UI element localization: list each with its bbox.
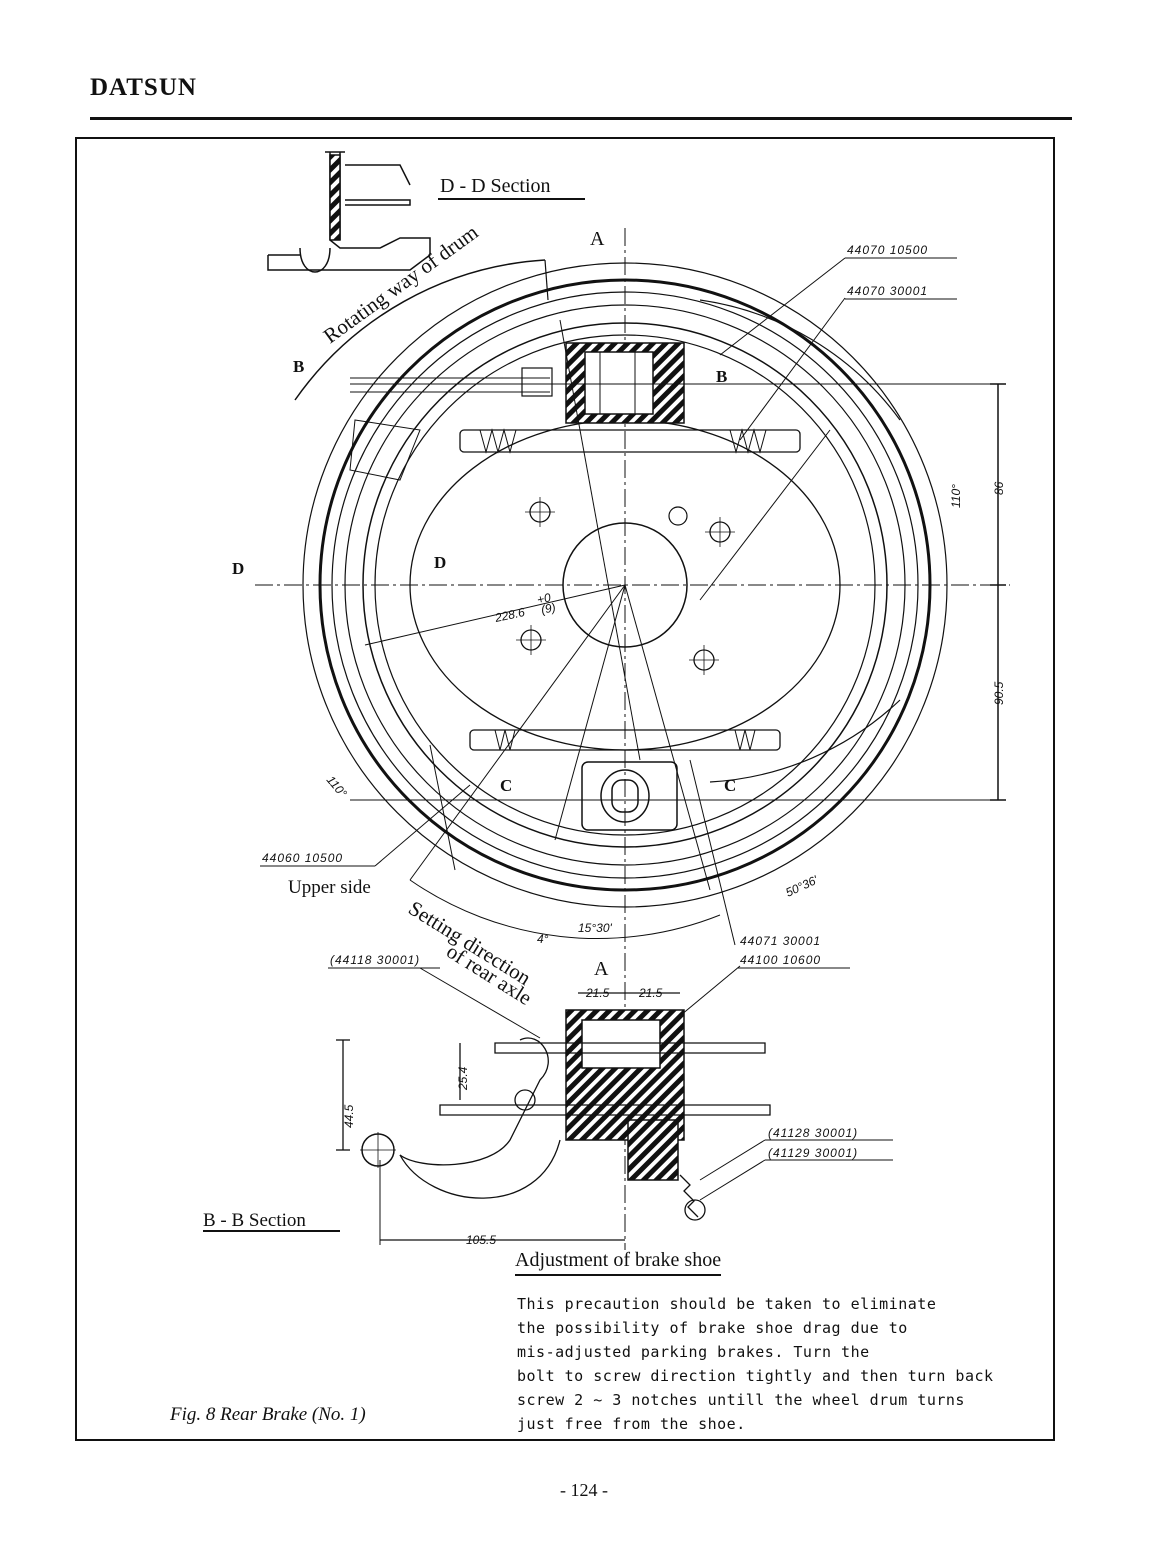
part-number-44100-10600: 44100 10600 (740, 953, 821, 967)
label-b-right: B (716, 367, 727, 386)
dim-21-5-left: 21.5 (585, 986, 610, 1000)
dim-15-30: 15°30' (578, 921, 612, 935)
caption-body: This precaution should be taken to elimi… (517, 1292, 1052, 1436)
part-number-44060-10500: 44060 10500 (262, 851, 343, 865)
page-number: - 124 - (560, 1480, 608, 1500)
dd-section-title: D - D Section (440, 175, 551, 197)
part-number-44070-10500: 44070 10500 (847, 243, 928, 257)
label-d-left: D (232, 559, 244, 578)
caption-line: the possibility of brake shoe drag due t… (517, 1319, 908, 1337)
caption-title: Adjustment of brake shoe (515, 1249, 722, 1276)
caption-line: screw 2 ~ 3 notches untill the wheel dru… (517, 1391, 965, 1409)
dim-44-5: 44.5 (342, 1104, 356, 1128)
dim-110-right: 110° (949, 484, 963, 508)
caption-line: mis-adjusted parking brakes. Turn the (517, 1343, 870, 1361)
dim-25-4: 25.4 (456, 1066, 470, 1091)
label-c-left: C (500, 776, 512, 795)
header-rule (90, 117, 1072, 120)
part-number-44071-30001: 44071 30001 (740, 934, 821, 948)
bb-section-drawing (336, 992, 771, 1245)
dim-diameter-tol: (9) (540, 600, 557, 617)
caption-line: just free from the shoe. (517, 1415, 746, 1433)
dim-41: 4° (537, 932, 549, 946)
caption-line: This precaution should be taken to elimi… (517, 1295, 937, 1313)
label-c-right: C (724, 776, 736, 795)
dim-50-36: 50°36' (783, 872, 820, 899)
upper-side-label: Upper side (288, 877, 371, 898)
dim-diameter-sup: +0 (536, 590, 553, 607)
bb-section-title: B - B Section (203, 1210, 306, 1231)
dim-110-left: 110° (324, 773, 350, 800)
caption-line: bolt to screw direction tightly and then… (517, 1367, 994, 1385)
figure-frame (75, 137, 1055, 1441)
dim-diameter: 228.6 (493, 605, 527, 625)
dim-105-5: 105.5 (466, 1233, 496, 1247)
label-a-top: A (590, 228, 605, 250)
part-number-44070-30001: 44070 30001 (847, 284, 928, 298)
dd-section-inset (267, 151, 431, 273)
part-number-41128-30001: (41128 30001) (768, 1126, 858, 1140)
label-d-right: D (434, 553, 446, 572)
part-number-44118-30001: (44118 30001) (330, 953, 420, 967)
dim-86: 86 (992, 481, 1006, 495)
dim-90-5: 90.5 (992, 681, 1006, 705)
figure-caption: Fig. 8 Rear Brake (No. 1) (170, 1404, 366, 1425)
brand-header: DATSUN (90, 74, 197, 101)
dim-21-5-right: 21.5 (638, 986, 663, 1000)
label-a-bottom: A (594, 958, 609, 980)
part-number-41129-30001: (41129 30001) (768, 1146, 858, 1160)
label-b-left: B (293, 357, 304, 376)
